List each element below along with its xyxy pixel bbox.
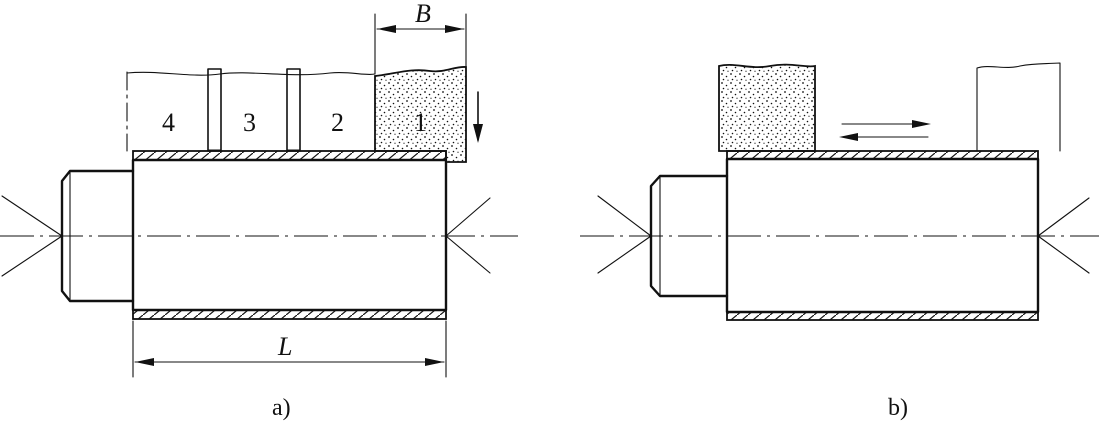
traverse-arrows [839,120,931,141]
tube-wall-bottom-b [726,311,1039,321]
figure-a: 4 3 2 1 B L a) [0,0,518,421]
left-center-point-b [597,195,652,274]
left-center-point-a [1,195,63,277]
tube-wall-bottom-a [132,309,447,320]
caption-a: a) [272,395,291,421]
figure-b: b) [580,62,1099,421]
mandrel-a [60,169,135,303]
grinding-wheel-b [718,63,816,152]
wheel-label-4: 4 [162,108,175,137]
wheel-label-2: 2 [331,108,344,137]
right-center-point-a [445,197,491,274]
wheel-label-3: 3 [243,108,256,137]
mandrel-b [649,174,729,298]
caption-b: b) [888,395,908,421]
wheel-label-1: 1 [414,108,427,137]
wheel-traverse-position-b [976,62,1061,152]
dimension-l-label: L [277,332,292,361]
feed-arrow-down [473,91,483,143]
workpiece-tube-a [131,158,448,312]
dimension-b: B [374,0,467,75]
dimension-b-label: B [415,0,431,28]
tube-wall-top-b [726,150,1039,160]
right-center-point-b [1037,197,1090,274]
grinding-wheel-1 [374,66,467,163]
tube-wall-top-a [132,150,447,161]
dimension-l: L [132,320,447,378]
wheel-positions-a [126,68,376,152]
